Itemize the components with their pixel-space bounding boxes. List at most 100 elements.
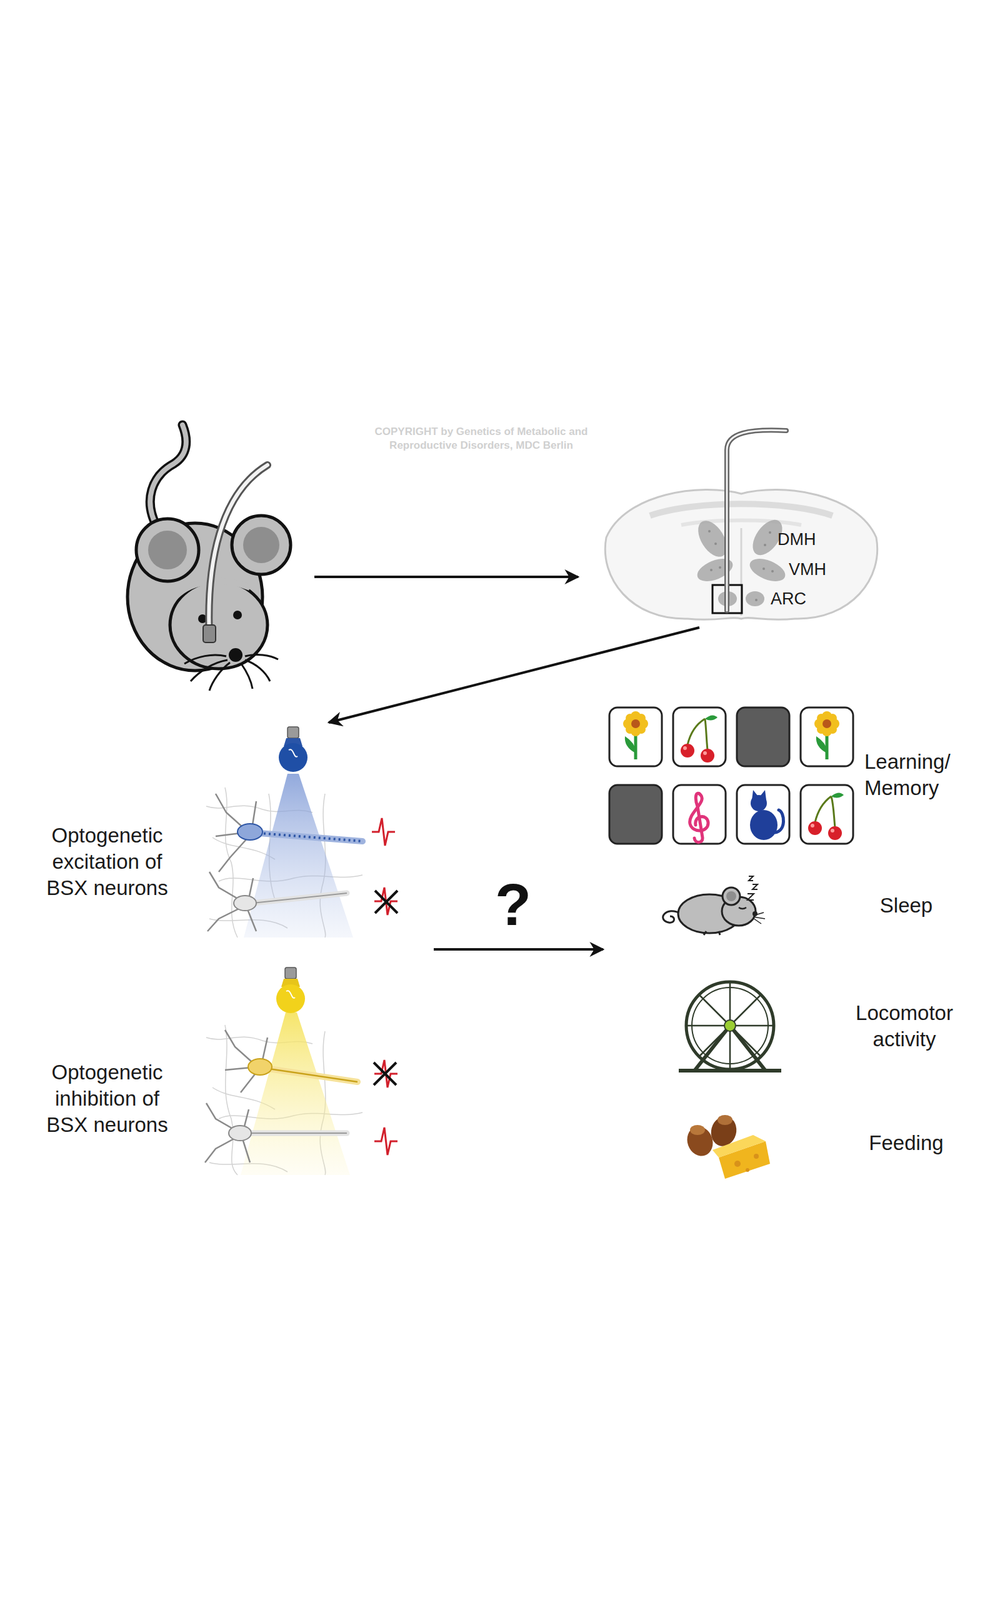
memory-tiles-part-part — [673, 785, 726, 844]
excitation-neurons-part — [258, 833, 363, 842]
question-mark: ? — [481, 875, 545, 935]
running-wheel-part — [686, 981, 774, 1070]
memory-tiles-part — [750, 790, 784, 840]
running-wheel — [678, 981, 782, 1071]
memory-tiles-part-part — [703, 751, 707, 755]
food-icons — [683, 1113, 770, 1179]
memory-tiles-part — [623, 711, 649, 760]
memory-tiles-part-part — [800, 785, 854, 844]
excitation-neurons-part — [258, 833, 363, 842]
food-icons-part — [712, 1135, 766, 1158]
process-arrows — [314, 576, 700, 950]
brain-section-part-part — [763, 543, 767, 547]
mouse-with-fiber-part — [150, 425, 186, 532]
brain-section-part — [650, 503, 833, 516]
excitation-neurons-part-part — [207, 871, 257, 932]
brain-section-part — [681, 520, 802, 526]
brain-section-part-part — [746, 554, 789, 586]
process-arrows-part — [433, 948, 604, 951]
method-label: Optogenetic inhibition of BSX neurons — [40, 1059, 175, 1139]
memory-tiles-part-part — [705, 715, 718, 720]
inhibition-neurons-part — [285, 967, 297, 979]
memory-tiles-part-part — [800, 707, 854, 767]
food-icons-part — [734, 1160, 741, 1167]
memory-tiles-part — [808, 792, 844, 840]
memory-tiles-part — [609, 707, 854, 844]
inhibition-neurons-part — [240, 1012, 350, 1175]
brain-section-part-part — [710, 568, 713, 572]
mouse-with-fiber-part — [208, 465, 268, 638]
excitation-neurons-part — [233, 895, 257, 911]
excitation-neurons — [206, 726, 398, 938]
mouse-with-fiber-part — [231, 515, 291, 575]
brain-section-part-part — [771, 570, 774, 573]
sleeping-mouse — [663, 876, 765, 935]
inhibition-neurons-part — [374, 1060, 398, 1088]
sleeping-mouse-part — [722, 887, 740, 905]
inhibition-neurons-part — [268, 1068, 358, 1082]
memory-tiles-part-part — [609, 707, 662, 767]
mouse-with-fiber-part — [208, 465, 268, 638]
running-wheel-part — [678, 1068, 782, 1073]
excitation-neurons-part — [287, 726, 299, 739]
excitation-neurons-part — [252, 893, 347, 904]
memory-tiles-part-part — [673, 707, 726, 767]
sleeping-mouse-part — [738, 907, 747, 909]
running-wheel-part — [686, 981, 774, 1070]
inhibition-neurons-part — [248, 1058, 272, 1075]
brain-section-part — [726, 430, 787, 611]
watermark: COPYRIGHT by Genetics of Metabolic and R… — [350, 425, 613, 453]
method-label: Optogenetic excitation of BSX neurons — [40, 822, 175, 902]
excitation-neurons-part — [374, 887, 398, 915]
excitation-neurons-part — [243, 773, 354, 938]
inhibition-neurons-part — [247, 1132, 347, 1134]
memory-tiles-part-part — [808, 821, 822, 835]
inhibition-neurons-part — [373, 1062, 397, 1085]
inhibition-neurons-part — [374, 1127, 398, 1155]
memory-tiles-part-part — [623, 711, 649, 737]
mouse-with-fiber-part — [243, 526, 280, 564]
memory-tiles-part-part — [814, 711, 840, 737]
food-icons-part — [753, 1153, 759, 1159]
memory-tiles-part-part — [831, 792, 844, 798]
outcome-label: Feeding — [843, 1130, 969, 1157]
process-arrows-part — [314, 575, 579, 579]
brain-section-part-part — [708, 530, 711, 533]
brain-section-part-part — [718, 566, 722, 569]
memory-tiles-part-part — [694, 793, 703, 842]
outcome-label: Learning/ Memory — [864, 748, 974, 802]
sleeping-mouse-part — [747, 876, 758, 900]
mouse-with-fiber-part — [150, 425, 186, 532]
inhibition-neurons-part — [268, 1068, 358, 1082]
mouse-with-fiber-part — [228, 648, 243, 662]
mouse-with-fiber-part — [184, 655, 279, 691]
brain-section-part — [726, 430, 787, 611]
nucleus-label: VMH — [788, 558, 845, 581]
memory-tiles-part-part — [751, 790, 767, 800]
sleeping-mouse-part — [726, 891, 737, 902]
brain-section — [605, 430, 877, 620]
brain-section-part-part — [714, 542, 717, 545]
inhibition-neurons-part — [276, 984, 305, 1014]
memory-tiles-part — [690, 793, 709, 842]
excitation-neurons-part — [288, 749, 298, 757]
mouse-with-fiber-part — [136, 518, 199, 582]
sleeping-mouse-part — [703, 931, 720, 935]
memory-tiles-part-part — [700, 748, 715, 763]
memory-tiles-part — [680, 715, 718, 763]
memory-tiles-part-part — [750, 810, 778, 840]
memory-tiles-part-part — [680, 743, 695, 758]
outcome-label: Locomotor activity — [835, 1000, 974, 1053]
food-icons-part — [717, 1115, 733, 1125]
mouse-with-fiber-part — [233, 610, 242, 620]
brain-section-part — [605, 489, 877, 620]
memory-tiles-part-part — [816, 736, 827, 754]
excitation-neurons-part — [207, 793, 257, 932]
memory-tiles-part-part — [736, 785, 790, 844]
running-wheel-part — [724, 1020, 736, 1032]
nucleus-label: DMH — [777, 528, 834, 551]
mouse-with-fiber-part — [148, 530, 187, 570]
inhibition-neurons — [205, 967, 398, 1175]
